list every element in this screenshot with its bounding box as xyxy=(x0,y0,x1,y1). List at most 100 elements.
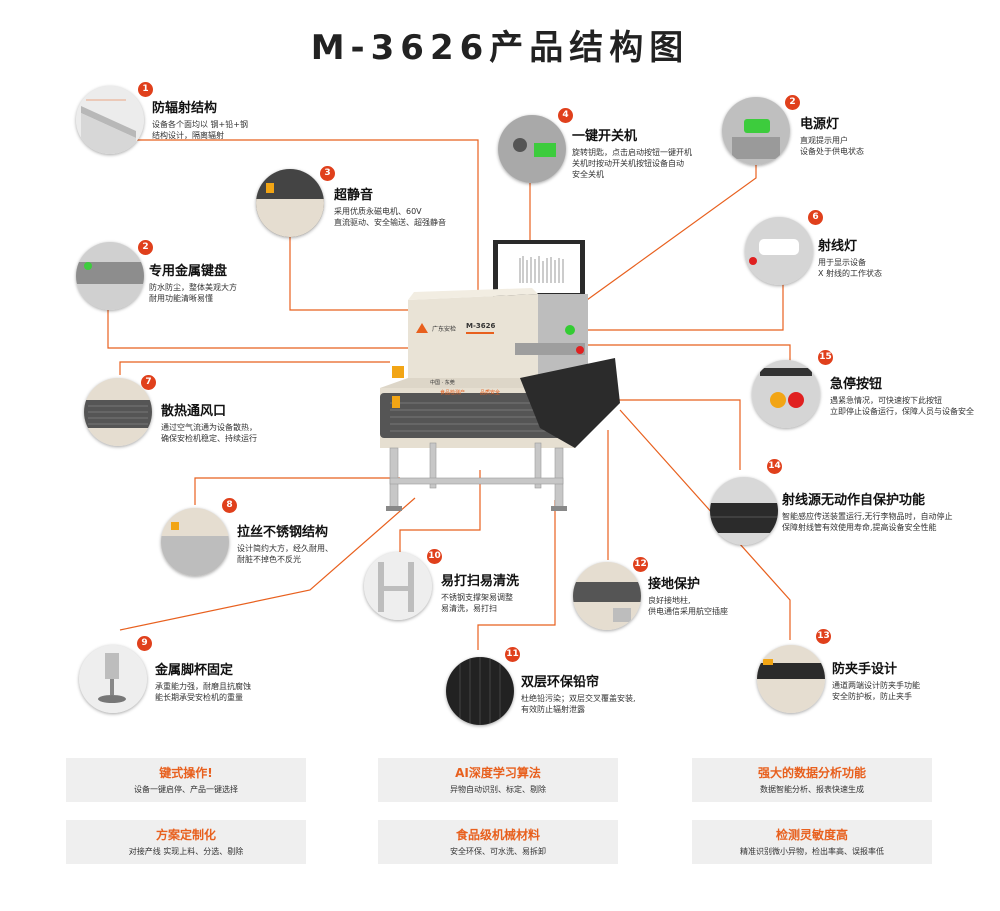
bottom-box-1: 键式操作! 设备一键启停、产品一键选择 xyxy=(66,758,306,802)
feature-3-badge: 3 xyxy=(320,166,335,181)
feature-10-badge: 10 xyxy=(427,549,442,564)
leg-back-left xyxy=(429,442,437,489)
connector-1 xyxy=(130,139,479,296)
xray-lamp-icon xyxy=(745,217,813,285)
feature-12-badge: 12 xyxy=(633,557,648,572)
machine-model: M-3626 xyxy=(466,322,495,330)
feature-12-desc-line-1: 良好接地柱, xyxy=(648,596,691,605)
feature-10-desc-line-1: 不锈钢支撑架易调整 xyxy=(441,593,513,602)
support-frame-icon xyxy=(364,552,432,620)
feature-6-title: 射线灯 xyxy=(818,239,858,254)
power-lamp-icon xyxy=(722,97,790,165)
feature-11-desc-line-2: 有效防止辐射泄露 xyxy=(521,705,585,714)
feature-8-thumbnail xyxy=(161,508,229,576)
feature-2-power-title: 电源灯 xyxy=(800,117,840,132)
feature-14-badge: 14 xyxy=(767,459,782,474)
machine-brand: 广东安检 xyxy=(432,325,456,333)
feature-4-badge: 4 xyxy=(558,108,573,123)
feature-10-thumbnail xyxy=(364,552,432,620)
bottom-box-3: 强大的数据分析功能 数据智能分析、报表快速生成 xyxy=(692,758,932,802)
connector-11 xyxy=(477,500,556,650)
feature-1-title: 防辐射结构 xyxy=(152,101,218,116)
cabinet-top xyxy=(408,294,538,378)
page-title: M-3626产品结构图 xyxy=(310,28,690,68)
feature-7-thumbnail xyxy=(84,378,152,446)
feature-6-desc-line-2: X 射线的工作状态 xyxy=(818,269,883,278)
lead-curtain-icon xyxy=(446,657,514,725)
vent-panel xyxy=(380,393,565,438)
bottom-box-desc: 数据智能分析、报表快速生成 xyxy=(760,785,864,794)
key-switch-icon xyxy=(498,115,566,183)
connector-8 xyxy=(194,477,400,505)
feature-1-desc-line-1: 设备各个面均以 钢+铅+钢 xyxy=(152,120,248,129)
feature-6-thumbnail xyxy=(745,217,813,285)
feature-1-thumbnail xyxy=(76,86,144,154)
bottom-box-desc: 异物自动识别、标定、剔除 xyxy=(450,785,546,794)
feature-11-desc-line-1: 杜绝铅污染；双层交叉覆盖安装, xyxy=(521,694,636,703)
feature-2-power-badge: 2 xyxy=(785,95,800,110)
feature-15-desc-line-1: 遇紧急情况，可快速按下此按钮 xyxy=(830,396,942,405)
feature-1-desc-line-2: 结构设计，隔离辐射 xyxy=(152,131,224,140)
feature-4-thumbnail xyxy=(498,115,566,183)
connector-7 xyxy=(119,361,390,375)
feature-9-desc-line-1: 承重能力强，耐磨且抗腐蚀 xyxy=(155,682,251,691)
connector-2-power xyxy=(579,165,757,306)
bottom-box-5: 食品级机械材料 安全环保、可水洗、易拆卸 xyxy=(378,820,618,864)
machine-label-right: 品质安全 xyxy=(480,389,500,396)
feature-13-badge: 13 xyxy=(816,629,831,644)
feature-12-title: 接地保护 xyxy=(648,577,701,592)
feature-7-desc-line-1: 通过空气流通为设备散热， xyxy=(161,423,257,432)
feature-2-keyboard-desc-line-2: 耐用功能清晰易懂 xyxy=(149,294,213,303)
connector-9 xyxy=(119,497,416,631)
feature-6-desc-line-1: 用于显示设备 xyxy=(818,258,866,267)
bottom-box-title: 食品级机械材料 xyxy=(455,828,540,842)
feature-14-desc-line-1: 智能感应传送装置运行,无行李物品时，自动停止 xyxy=(782,512,953,521)
feature-2-keyboard-thumbnail xyxy=(76,242,144,310)
feature-6-badge: 6 xyxy=(808,210,823,225)
feature-7-badge: 7 xyxy=(141,375,156,390)
machine-label-left: 食品检测产 xyxy=(440,389,465,396)
keyboard-icon xyxy=(76,242,144,310)
feature-2-power-thumbnail xyxy=(722,97,790,165)
radiation-shield-icon xyxy=(76,86,144,154)
feature-2-keyboard-title: 专用金属键盘 xyxy=(149,264,228,279)
feature-12-thumbnail xyxy=(573,562,641,630)
emergency-stop-icon xyxy=(752,360,820,428)
feature-3-desc-line-2: 直流驱动、安全输送、超强静音 xyxy=(334,218,446,227)
feature-8-badge: 8 xyxy=(222,498,237,513)
feature-14-title: 射线源无动作自保护功能 xyxy=(782,493,926,508)
bottom-box-desc: 设备一键启停、产品一键选择 xyxy=(134,785,238,794)
machine-region-label: 中国 · 东莞 xyxy=(430,379,455,386)
feature-11-badge: 11 xyxy=(505,647,520,662)
feature-1-badge: 1 xyxy=(138,82,153,97)
feature-13-thumbnail xyxy=(757,645,825,713)
connector-6 xyxy=(560,265,784,331)
conveyor xyxy=(520,358,620,448)
self-protect-icon xyxy=(710,477,778,545)
connector-13 xyxy=(619,409,791,640)
bottom-box-4: 方案定制化 对接产线 实现上料、分选、剔除 xyxy=(66,820,306,864)
ground-icon xyxy=(573,562,641,630)
feature-4-title: 一键开关机 xyxy=(572,129,638,144)
feature-4-desc-line-3: 安全关机 xyxy=(572,170,604,179)
feature-10-desc-line-2: 易清洗，易打扫 xyxy=(441,604,497,613)
feature-13-desc-line-2: 安全防护板，防止夹手 xyxy=(832,692,912,701)
feature-7-desc-line-2: 确保安检机稳定、持续运行 xyxy=(161,434,257,443)
feature-8-title: 拉丝不锈钢结构 xyxy=(237,525,329,540)
foot-cup-icon xyxy=(79,645,147,713)
vent-icon xyxy=(84,378,152,446)
feature-3-desc-line-1: 采用优质永磁电机、60V xyxy=(334,207,422,216)
bottom-box-title: 检测灵敏度高 xyxy=(775,828,848,842)
bottom-box-title: 强大的数据分析功能 xyxy=(757,766,866,780)
brand-logo-icon xyxy=(416,323,428,333)
feature-13-title: 防夹手设计 xyxy=(832,662,898,677)
feature-7-title: 散热通风口 xyxy=(161,404,227,419)
feature-15-thumbnail xyxy=(752,360,820,428)
emergency-stop-button xyxy=(576,346,584,354)
feature-2-keyboard-badge: 2 xyxy=(138,240,153,255)
feature-15-badge: 15 xyxy=(818,350,833,365)
feature-14-desc-line-2: 保障射线管有效使用寿命,提高设备安全性能 xyxy=(782,523,937,532)
steel-frame-icon xyxy=(161,508,229,576)
bottom-box-title: AI深度学习算法 xyxy=(455,766,541,780)
feature-4-desc-line-2: 关机时按动开关机按钮设备自动 xyxy=(572,159,684,168)
